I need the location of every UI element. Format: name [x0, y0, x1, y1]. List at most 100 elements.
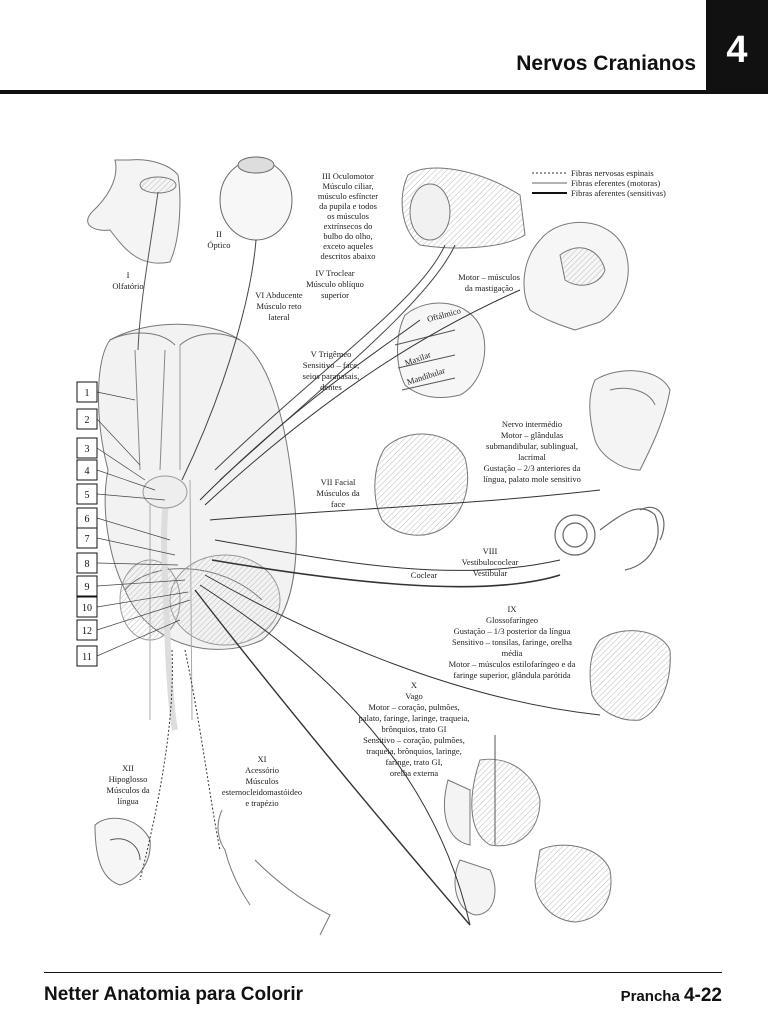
svg-text:seios paranasais,: seios paranasais,	[303, 371, 360, 381]
legend: Fibras nervosas espinais Fibras eferente…	[532, 168, 666, 198]
pharynx-drawing	[589, 630, 671, 721]
svg-text:Olfatório: Olfatório	[112, 281, 143, 291]
svg-text:Sensitivo – face,: Sensitivo – face,	[303, 360, 359, 370]
svg-text:submandibular, sublingual,: submandibular, sublingual,	[486, 441, 578, 451]
svg-text:músculo esfíncter: músculo esfíncter	[318, 191, 378, 201]
label-intermediate: Nervo intermédio Motor – glândulas subma…	[483, 419, 581, 484]
label-trochlear: IV Troclear Músculo oblíquo superior	[306, 268, 364, 300]
svg-text:esternocleidomastóideo: esternocleidomastóideo	[222, 787, 302, 797]
page-title: Nervos Cranianos	[516, 52, 696, 75]
label-optic: II Óptico	[207, 229, 230, 250]
svg-text:e trapézio: e trapézio	[245, 798, 278, 808]
number-box-7: 7	[76, 527, 98, 549]
number-box-10: 10	[76, 596, 98, 618]
optic-chiasm	[142, 475, 188, 509]
viscera-drawing	[443, 735, 612, 923]
number-box-label: 2	[85, 415, 90, 426]
number-box-label: 3	[85, 444, 90, 455]
svg-text:faringe, trato GI,: faringe, trato GI,	[385, 757, 442, 767]
svg-text:Músculo ciliar,: Músculo ciliar,	[322, 181, 373, 191]
svg-text:Gustação – 2/3 anteriores da: Gustação – 2/3 anteriores da	[484, 463, 581, 473]
svg-text:palato, faringe, laringe, traq: palato, faringe, laringe, traqueia,	[359, 713, 470, 723]
svg-text:descritos abaixo: descritos abaixo	[321, 251, 376, 261]
svg-text:os músculos: os músculos	[327, 211, 369, 221]
svg-text:da mastigação: da mastigação	[465, 283, 513, 293]
head-hypoglossal-drawing	[94, 817, 151, 886]
svg-text:exceto aqueles: exceto aqueles	[323, 241, 373, 251]
label-mastication: Motor – músculos da mastigação	[458, 272, 520, 293]
svg-text:I: I	[127, 270, 130, 280]
head-accessory-drawing	[217, 809, 331, 936]
svg-text:Motor – glândulas: Motor – glândulas	[501, 430, 563, 440]
number-box-9: 9	[76, 575, 98, 597]
svg-text:face: face	[331, 499, 345, 509]
svg-text:bulbo do olho,: bulbo do olho,	[323, 231, 372, 241]
svg-text:dentes: dentes	[320, 382, 342, 392]
nerve-fibers	[139, 289, 601, 926]
svg-text:Motor – coração, pulmões,: Motor – coração, pulmões,	[368, 702, 459, 712]
svg-text:XI: XI	[258, 754, 267, 764]
label-hypoglossal: XII Hipoglosso Músculos da língua	[106, 763, 149, 806]
plate-label: Prancha	[620, 988, 680, 1005]
svg-text:VIII: VIII	[483, 546, 498, 556]
legend-spinal: Fibras nervosas espinais	[571, 168, 654, 178]
head-mastication-drawing	[523, 221, 629, 331]
number-box-label: 1	[85, 388, 90, 399]
svg-text:lacrimal: lacrimal	[518, 452, 546, 462]
legend-efferent: Fibras eferentes (motoras)	[571, 178, 660, 188]
svg-text:Vago: Vago	[405, 691, 422, 701]
svg-text:V Trigêmeo: V Trigêmeo	[311, 349, 352, 359]
svg-text:IV Troclear: IV Troclear	[315, 268, 354, 278]
svg-text:Hipoglosso: Hipoglosso	[109, 774, 148, 784]
svg-text:superior: superior	[321, 290, 349, 300]
head-trigeminal-drawing	[394, 302, 486, 398]
svg-text:Motor – músculos estilofarínge: Motor – músculos estilofaríngeo e da	[449, 659, 576, 669]
label-trigeminal: V Trigêmeo Sensitivo – face, seios paran…	[303, 349, 360, 392]
footer-rule	[44, 972, 722, 973]
label-vestibulocochlear: VIII Vestibulococlear Vestibular	[462, 546, 519, 578]
header-rule	[0, 90, 706, 94]
number-box-label: 8	[85, 559, 90, 570]
svg-text:Óptico: Óptico	[207, 240, 230, 250]
svg-text:Músculo reto: Músculo reto	[256, 301, 301, 311]
eyeball-drawing	[181, 156, 293, 481]
leader-lines	[96, 391, 191, 657]
svg-text:XII: XII	[122, 763, 134, 773]
number-box-label: 12	[82, 626, 92, 637]
number-box-2: 2	[76, 408, 98, 430]
nose-drawing	[87, 159, 181, 351]
label-vagus: X Vago Motor – coração, pulmões, palato,…	[359, 680, 470, 778]
plate-number: Prancha 4-22	[621, 985, 722, 1007]
number-box-6: 6	[76, 507, 98, 529]
svg-text:Músculos: Músculos	[245, 776, 278, 786]
label-cochlear: Coclear	[411, 570, 438, 580]
number-box-5: 5	[76, 483, 98, 505]
svg-text:Vestibular: Vestibular	[473, 568, 508, 578]
svg-text:IX: IX	[508, 604, 517, 614]
oral-cavity-drawing	[589, 370, 671, 471]
svg-text:orelha externa: orelha externa	[390, 768, 439, 778]
legend-afferent: Fibras aferentes (sensitivas)	[571, 188, 666, 198]
svg-text:Músculos da: Músculos da	[316, 488, 359, 498]
number-box-label: 10	[82, 603, 92, 614]
svg-text:lateral: lateral	[268, 312, 290, 322]
svg-text:Acessório: Acessório	[245, 765, 279, 775]
svg-text:Nervo intermédio: Nervo intermédio	[502, 419, 562, 429]
chapter-number-box: 4	[706, 0, 768, 94]
svg-text:faringe superior, glândula par: faringe superior, glândula parótida	[453, 670, 570, 680]
svg-text:Gustação – 1/3 posterior da lí: Gustação – 1/3 posterior da língua	[454, 626, 571, 636]
svg-text:Sensitivo – tonsilas, faringe,: Sensitivo – tonsilas, faringe, orelha	[452, 637, 572, 647]
number-box-label: 6	[85, 514, 90, 525]
number-box-label: 7	[85, 534, 90, 545]
label-accessory: XI Acessório Músculos esternocleidomastó…	[222, 754, 302, 808]
svg-text:III Oculomotor: III Oculomotor	[322, 171, 374, 181]
number-box-4: 4	[76, 459, 98, 481]
label-facial: VII Facial Músculos da face	[316, 477, 359, 509]
svg-text:VI Abducente: VI Abducente	[255, 290, 303, 300]
inner-ear-drawing	[554, 506, 665, 571]
label-abducent: VI Abducente Músculo reto lateral	[255, 290, 303, 322]
number-box-11: 11	[76, 645, 98, 667]
label-olfactory: I Olfatório	[112, 270, 143, 291]
svg-text:língua, palato mole sensitivo: língua, palato mole sensitivo	[483, 474, 581, 484]
